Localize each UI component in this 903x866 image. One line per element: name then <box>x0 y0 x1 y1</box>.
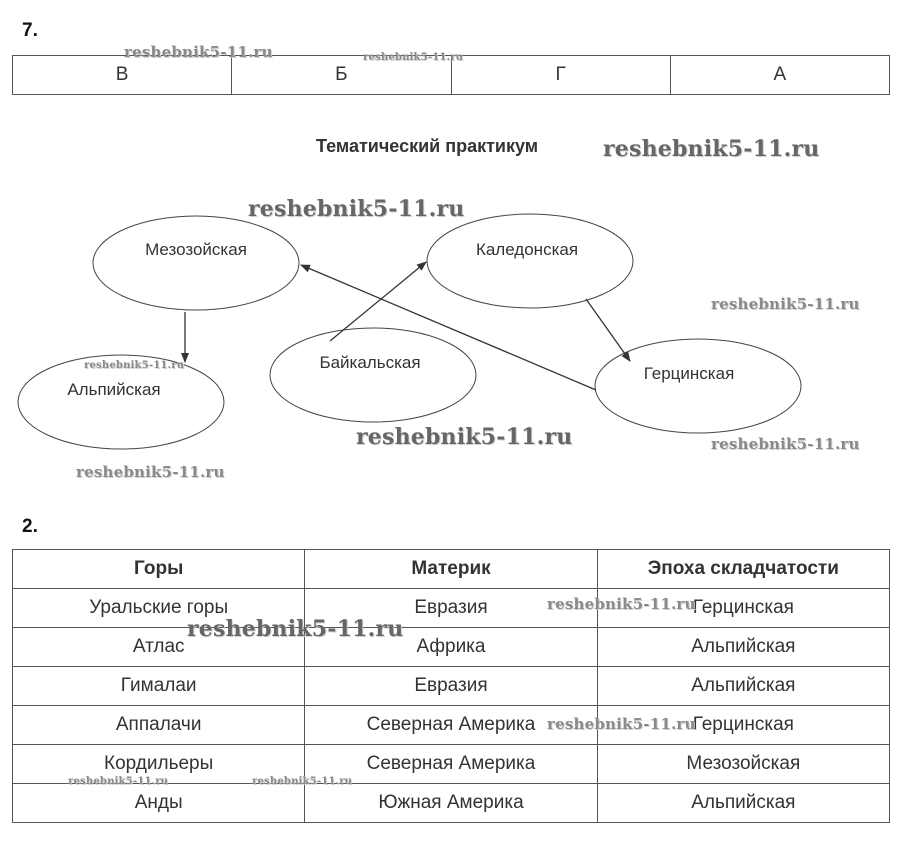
folding-epochs-diagram: Мезозойская Каледонская Альпийская Байка… <box>17 213 802 450</box>
cell-epoch: Альпийская <box>596 783 891 823</box>
header-folding-epoch: Эпоха складчатости <box>596 549 891 589</box>
cell-mountains: Анды <box>11 783 306 823</box>
header-continent: Материк <box>304 549 598 589</box>
cell-continent: Африка <box>304 627 598 667</box>
answer-row: В Б Г А <box>11 55 891 95</box>
cell-continent: Евразия <box>304 666 598 706</box>
cell-epoch: Герцинская <box>596 705 891 745</box>
node-baikal <box>269 327 477 423</box>
node-mesozoic <box>92 215 300 311</box>
header-mountains: Горы <box>11 549 306 589</box>
table-row: Анды Южная Америка Альпийская <box>11 783 891 823</box>
answer-cell-3: Г <box>450 55 671 95</box>
table-row: Аппалачи Северная Америка Герцинская <box>11 705 891 745</box>
cell-continent: Южная Америка <box>304 783 598 823</box>
table-row: Кордильеры Северная Америка Мезозойская <box>11 744 891 784</box>
table-row: Гималаи Евразия Альпийская <box>11 666 891 706</box>
cell-continent: Евразия <box>304 588 598 628</box>
practicum-title: Тематический практикум <box>316 136 539 156</box>
node-baikal-label: Байкальская <box>319 353 420 372</box>
table-header-row: Горы Материк Эпоха складчатости <box>11 549 891 589</box>
node-caledonian <box>426 213 634 309</box>
node-hercynian-label: Герцинская <box>644 364 735 383</box>
cell-epoch: Альпийская <box>596 627 891 667</box>
answer-table: В Б Г А <box>11 55 891 95</box>
node-hercynian <box>594 338 802 434</box>
cell-mountains: Аппалачи <box>11 705 306 745</box>
section-2-number: 2. <box>22 516 38 537</box>
arrow-caledonian-to-hercynian <box>585 298 631 362</box>
cell-continent: Северная Америка <box>304 705 598 745</box>
cell-mountains: Гималаи <box>11 666 306 706</box>
cell-mountains: Уральские горы <box>11 588 306 628</box>
answer-cell-2: Б <box>231 55 452 95</box>
cell-epoch: Альпийская <box>596 666 891 706</box>
section-7-number: 7. <box>22 20 38 41</box>
mountains-table: Горы Материк Эпоха складчатости Уральски… <box>11 549 891 823</box>
cell-epoch: Герцинская <box>596 588 891 628</box>
cell-mountains: Кордильеры <box>11 744 306 784</box>
node-alpine <box>17 354 225 450</box>
node-caledonian-label: Каледонская <box>476 240 578 259</box>
watermark: reshebnik5-11.ru <box>76 463 225 481</box>
cell-continent: Северная Америка <box>304 744 598 784</box>
table-row: Атлас Африка Альпийская <box>11 627 891 667</box>
watermark: reshebnik5-11.ru <box>603 136 820 162</box>
answer-cell-1: В <box>11 55 233 95</box>
cell-mountains: Атлас <box>11 627 306 667</box>
node-mesozoic-label: Мезозойская <box>145 240 247 259</box>
answer-cell-4: А <box>669 55 891 95</box>
arrow-hercynian-to-mesozoic <box>300 264 597 391</box>
table-row: Уральские горы Евразия Герцинская <box>11 588 891 628</box>
cell-epoch: Мезозойская <box>596 744 891 784</box>
node-alpine-label: Альпийская <box>67 380 160 399</box>
arrow-baikal-to-caledonian <box>329 261 427 342</box>
